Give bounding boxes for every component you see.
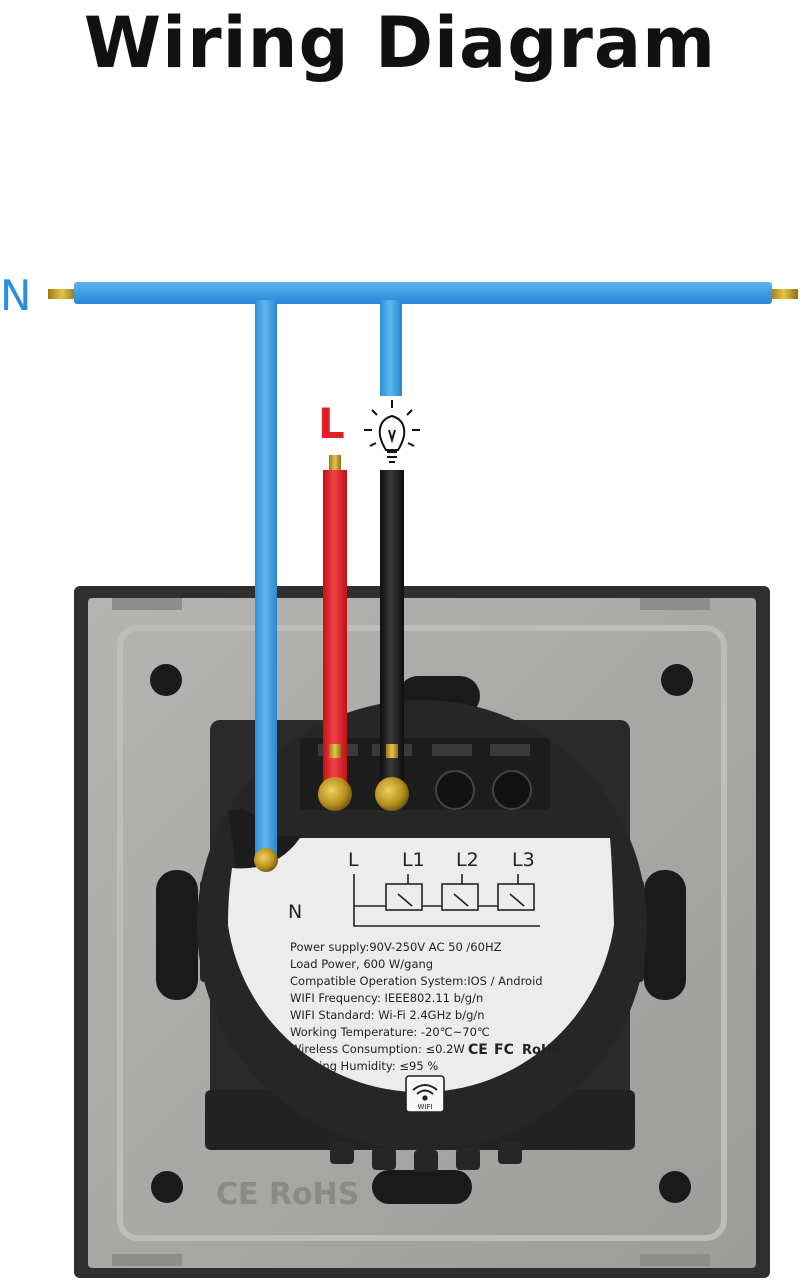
spec-line: Power supply:90V-250V AC 50 /60HZ xyxy=(290,940,502,954)
terminal-screw-l xyxy=(318,777,352,811)
spec-label: L L1 L2 L3 N Power supply:90V-250V AC 50… xyxy=(228,838,614,1113)
neutral-terminal-label: N xyxy=(288,901,302,923)
terminal-screw-n xyxy=(254,848,278,872)
mount-slot xyxy=(372,1170,472,1204)
mount-hole xyxy=(661,664,693,696)
mount-hole xyxy=(659,1171,691,1203)
spec-line: Load Power, 600 W/gang xyxy=(290,957,433,971)
ce-mark: CE xyxy=(468,1042,488,1058)
load-wire xyxy=(380,470,404,788)
spec-line: Compatible Operation System:IOS / Androi… xyxy=(290,974,543,988)
wifi-badge: WIFI xyxy=(405,1075,445,1113)
spec-line: Working Temperature: -20℃~70℃ xyxy=(290,1025,490,1039)
fc-mark: FC xyxy=(494,1042,514,1058)
terminal-label: L xyxy=(348,849,359,871)
terminal-label: L3 xyxy=(512,849,535,871)
spec-line: Working Humidity: ≤95 % xyxy=(290,1059,438,1073)
embossed-cert-mark: CE RoHS xyxy=(216,1177,359,1212)
neutral-wire xyxy=(48,282,798,860)
terminal-screw-l1 xyxy=(375,777,409,811)
mount-slot xyxy=(644,870,686,1000)
mount-slot xyxy=(156,870,198,1000)
terminal-label: L1 xyxy=(402,849,425,871)
live-wire xyxy=(323,455,347,788)
terminal-label: L2 xyxy=(456,849,479,871)
wifi-badge-text: WIFI xyxy=(417,1103,432,1111)
terminal-screw-l3 xyxy=(492,770,532,810)
gang-schematic xyxy=(353,874,540,927)
wifi-icon xyxy=(412,1084,438,1101)
live-wire-label: L xyxy=(318,399,345,448)
spec-line: Wireless Consumption: ≤0.2W xyxy=(290,1042,465,1056)
mount-hole xyxy=(151,1171,183,1203)
rohs-mark: RoHS xyxy=(522,1043,561,1058)
mount-hole xyxy=(150,664,182,696)
spec-line: WIFI Standard: Wi-Fi 2.4GHz b/g/n xyxy=(290,1008,485,1022)
spec-line: WIFI Frequency: IEEE802.11 b/g/n xyxy=(290,991,483,1005)
light-bulb-icon xyxy=(364,400,420,463)
terminal-screw-l2 xyxy=(435,770,475,810)
neutral-wire-label: N xyxy=(0,271,31,320)
page-title: Wiring Diagram xyxy=(83,2,717,84)
